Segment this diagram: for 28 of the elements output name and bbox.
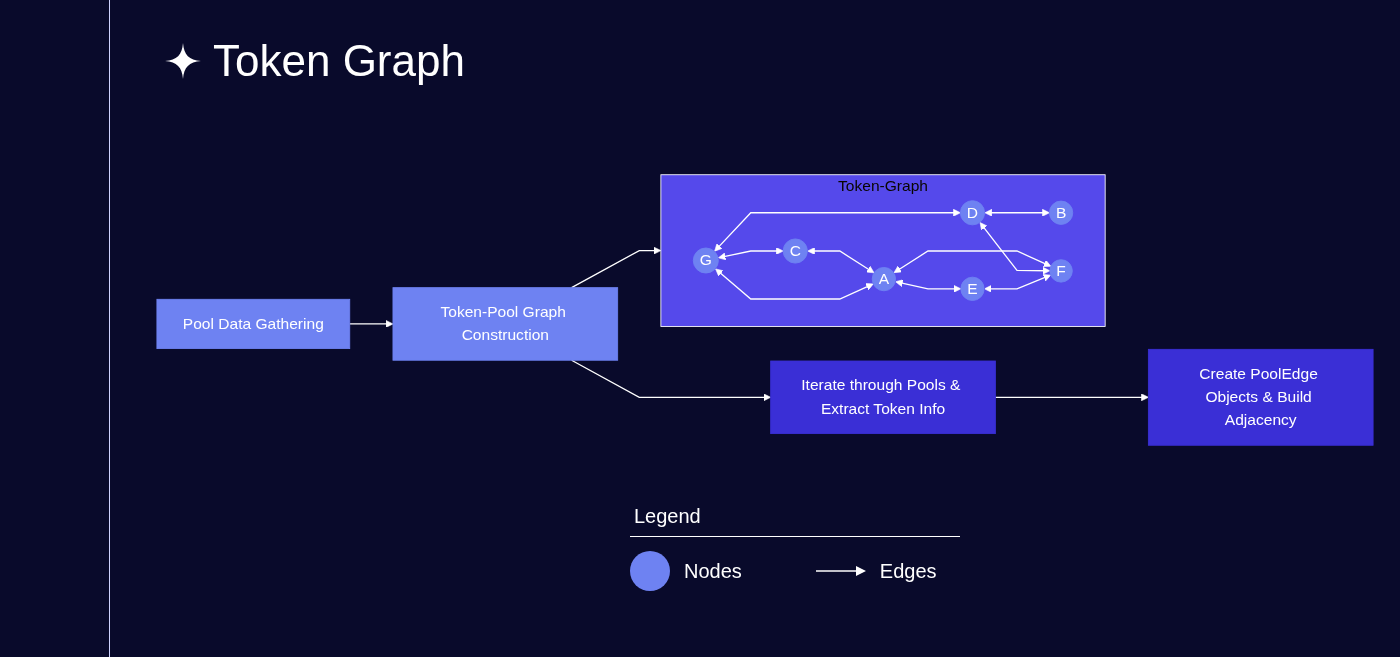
arrow [807, 247, 875, 274]
title: Token Graph [213, 36, 465, 86]
arrow [718, 247, 784, 261]
node-circle: G [692, 247, 719, 274]
arrow [895, 279, 962, 293]
node-circle: C [782, 238, 808, 264]
arrow [570, 359, 771, 402]
arrow [984, 274, 1051, 293]
node-box: Create PoolEdge Objects & Build Adjacency [1147, 348, 1374, 446]
legend-label: Edges [879, 559, 937, 583]
legend-label: Nodes [684, 559, 742, 583]
node-circle: B [1048, 200, 1074, 225]
arrow [893, 250, 1052, 273]
arrow [979, 222, 1051, 275]
arrow [715, 268, 874, 300]
arrow [349, 320, 394, 328]
node-box: Iterate through Pools & Extract Token Info [770, 360, 996, 435]
node-box: Pool Data Gathering [156, 298, 351, 349]
arrow [570, 246, 662, 289]
node-circle: E [960, 276, 985, 301]
arrow [984, 208, 1050, 217]
node-circle: D [959, 200, 985, 226]
arrow [714, 208, 961, 252]
legend-heading: Legend [633, 505, 702, 529]
arrow [994, 393, 1149, 402]
node-box: Token-Pool Graph Construction [392, 287, 619, 361]
node-circle: A [871, 267, 896, 292]
node-circle: F [1049, 259, 1073, 283]
